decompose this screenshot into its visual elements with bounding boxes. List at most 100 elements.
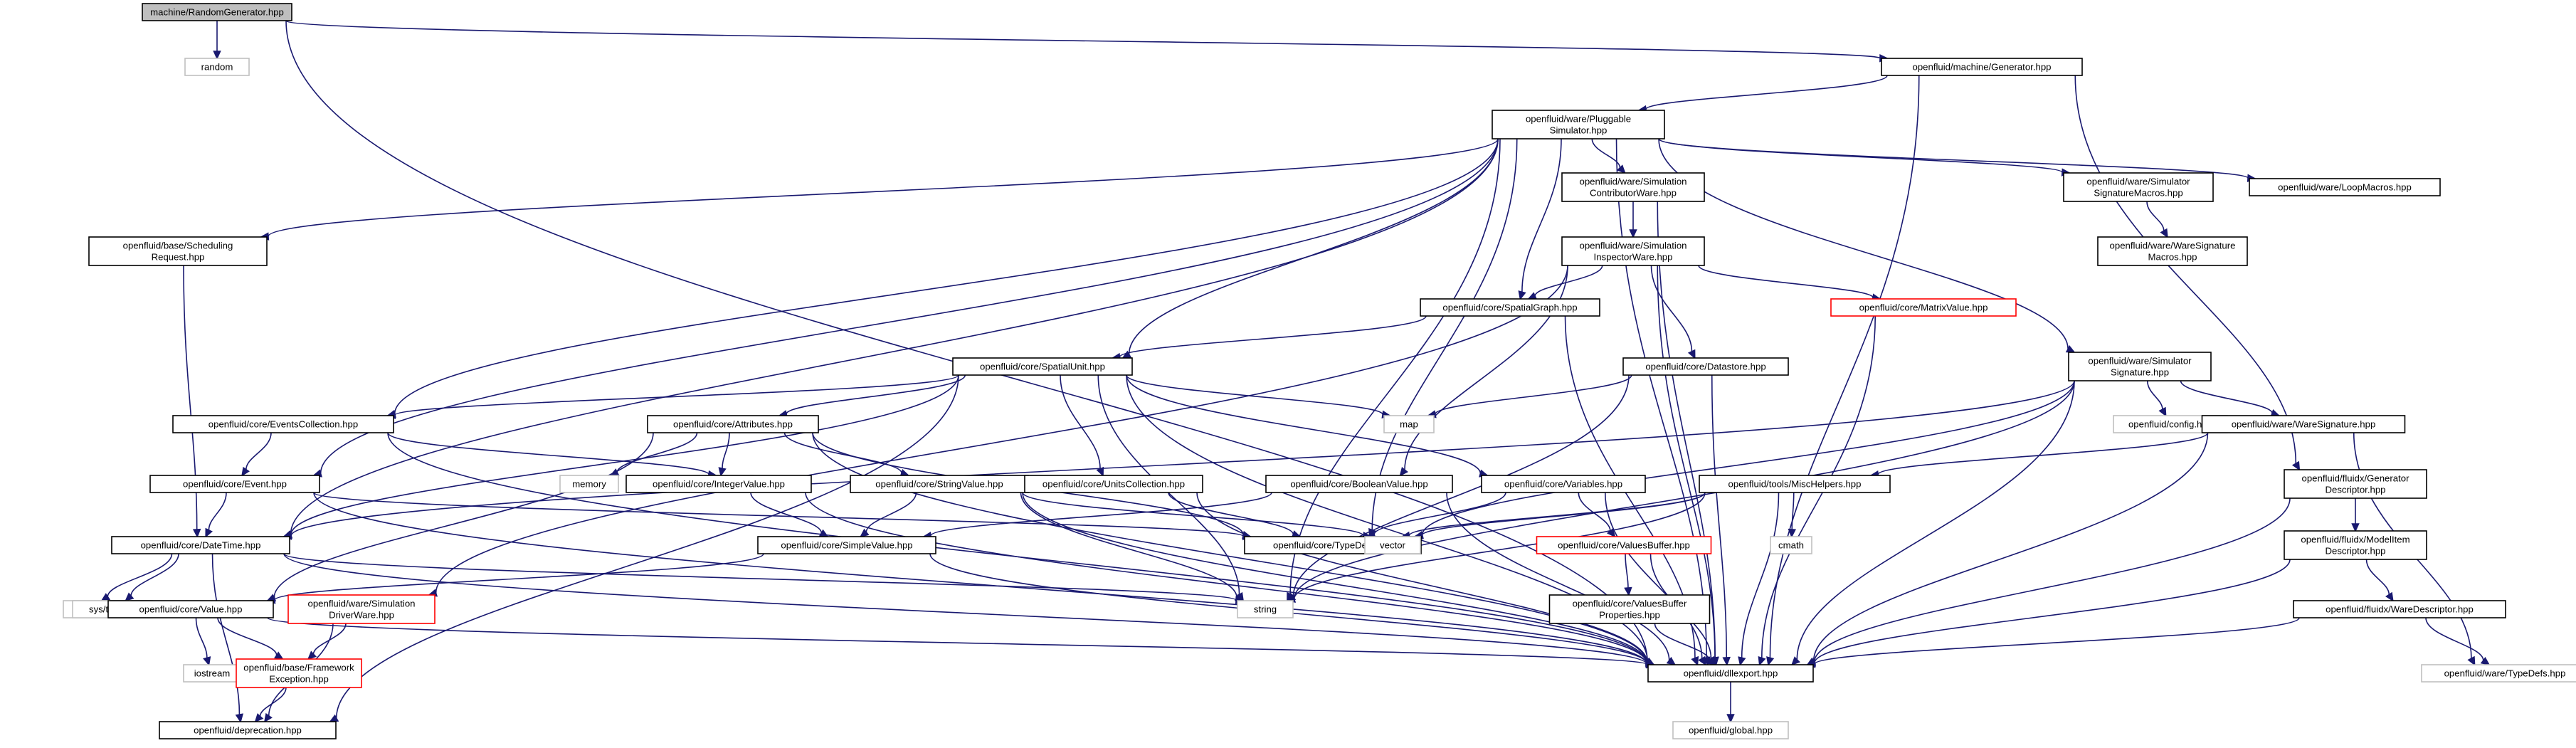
node-deprecation[interactable]: openfluid/deprecation.hpp [159, 721, 337, 739]
edge-random_gen-to-generator [285, 20, 1889, 63]
node-box [1420, 298, 1600, 317]
node-matrix_value[interactable]: openfluid/core/MatrixValue.hpp [1830, 298, 2017, 317]
node-label: openfluid/core/StringValue.hpp [875, 479, 1003, 490]
node-box [1647, 664, 1814, 683]
edge-line [1421, 380, 2075, 535]
node-generator[interactable]: openfluid/machine/Generator.hpp [1881, 58, 2083, 76]
edge-arrowhead [1766, 656, 1775, 666]
edge-sim_signature-to-datetime [283, 380, 2075, 540]
edge-arrowhead [1687, 349, 1696, 359]
edge-line [1289, 138, 1501, 594]
node-simple_value[interactable]: openfluid/core/SimpleValue.hpp [757, 536, 936, 554]
edge-line [2180, 380, 2273, 414]
node-misc_helpers[interactable]: openfluid/tools/MiscHelpers.hpp [1699, 475, 1891, 493]
node-memory[interactable]: memory [559, 475, 619, 493]
node-label: map [1400, 419, 1418, 430]
edge-sim_inspector-to-matrix_value [1698, 265, 1881, 302]
edge-line [268, 138, 1499, 237]
edge-line [1658, 138, 2249, 179]
node-label: iostream [194, 668, 231, 679]
edge-sim_contrib-to-sim_inspector [1629, 201, 1637, 238]
node-values_buffer[interactable]: openfluid/core/ValuesBuffer.hpp [1536, 536, 1712, 554]
node-ware_descriptor[interactable]: openfluid/fluidx/WareDescriptor.hpp [2293, 600, 2506, 618]
edge-line [285, 20, 1648, 662]
node-value[interactable]: openfluid/core/Value.hpp [107, 600, 274, 618]
edge-line [1813, 497, 2291, 663]
edge-line [786, 374, 966, 415]
node-label: openfluid/core/UnitsCollection.hpp [1042, 479, 1185, 490]
node-global[interactable]: openfluid/global.hpp [1672, 721, 1789, 739]
node-integer_value[interactable]: openfluid/core/IntegerValue.hpp [625, 475, 812, 493]
node-iostream[interactable]: iostream [183, 664, 241, 683]
node-label: openfluid/ware/Simulation [307, 599, 415, 609]
edge-arrowhead [2160, 228, 2168, 238]
edge-line [1657, 265, 1716, 658]
node-label: openfluid/core/Value.hpp [139, 604, 243, 615]
edge-attributes-to-integer_value [718, 432, 730, 477]
node-label: openfluid/dllexport.hpp [1684, 668, 1778, 679]
node-string_value[interactable]: openfluid/core/StringValue.hpp [850, 475, 1029, 493]
node-datetime[interactable]: openfluid/core/DateTime.hpp [111, 536, 290, 554]
edge-events_coll-to-event [241, 432, 272, 477]
node-ware_typedefs[interactable]: openfluid/ware/TypeDefs.hpp [2421, 664, 2576, 683]
edge-line [1791, 492, 1795, 530]
node-random[interactable]: random [184, 58, 250, 76]
node-ware_signature[interactable]: openfluid/ware/WareSignature.hpp [2201, 415, 2406, 433]
node-datastore[interactable]: openfluid/core/Datastore.hpp [1622, 357, 1789, 376]
edge-generator-to-dllexport [1766, 75, 1920, 666]
node-string[interactable]: string [1237, 600, 1294, 618]
edge-event-to-dllexport [313, 492, 1655, 668]
edge-line [208, 492, 227, 530]
node-loop_macros[interactable]: openfluid/ware/LoopMacros.hpp [2249, 178, 2441, 196]
edge-boolean_value-to-dllexport [1446, 492, 1677, 666]
node-spatial_graph[interactable]: openfluid/core/SpatialGraph.hpp [1420, 298, 1600, 317]
node-units_coll[interactable]: openfluid/core/UnitsCollection.hpp [1024, 475, 1203, 493]
node-box [142, 3, 292, 21]
edge-ware_descriptor-to-ware_typedefs [2425, 617, 2491, 666]
edge-pluggable_sim-to-events_coll [386, 138, 1499, 418]
edge-line [2074, 75, 2297, 464]
node-event[interactable]: openfluid/core/Event.hpp [149, 475, 320, 493]
node-sim_sig_macros[interactable]: openfluid/ware/SimulatorSignatureMacros.… [2063, 172, 2214, 202]
node-dllexport[interactable]: openfluid/dllexport.hpp [1647, 664, 1814, 683]
node-random_gen[interactable]: machine/RandomGenerator.hpp [142, 3, 292, 21]
edge-attributes-to-value [266, 432, 654, 601]
node-box [2097, 236, 2248, 266]
node-label: openfluid/base/Scheduling [123, 241, 233, 251]
edge-variables-to-typedefs [1366, 492, 1506, 539]
node-variables[interactable]: openfluid/core/Variables.hpp [1481, 475, 1646, 493]
edge-arrowhead [203, 656, 211, 666]
node-attributes[interactable]: openfluid/core/Attributes.hpp [647, 415, 819, 433]
node-sim_contrib[interactable]: openfluid/ware/SimulationContributorWare… [1561, 172, 1705, 202]
edge-arrowhead [263, 712, 273, 723]
edge-line [1446, 492, 1670, 660]
node-box [1024, 475, 1203, 493]
node-map[interactable]: map [1383, 415, 1435, 433]
edge-attributes-to-memory [609, 432, 698, 476]
edge-ware_signature-to-misc_helpers [1869, 432, 2209, 479]
node-values_buffer_props[interactable]: openfluid/core/ValuesBufferProperties.hp… [1548, 594, 1711, 624]
edge-arrowhead [1527, 292, 1538, 300]
node-boolean_value[interactable]: openfluid/core/BooleanValue.hpp [1265, 475, 1453, 493]
node-vector[interactable]: vector [1364, 536, 1421, 554]
node-spatial_unit[interactable]: openfluid/core/SpatialUnit.hpp [952, 357, 1133, 376]
edge-line [1373, 492, 1506, 535]
edge-pluggable_sim-to-sim_signature [1658, 138, 2076, 353]
node-sim_inspector[interactable]: openfluid/ware/SimulationInspectorWare.h… [1561, 236, 1705, 266]
edge-datetime-to-sys_types [125, 553, 179, 602]
edge-scheduling-to-datetime [183, 265, 201, 538]
node-box [1383, 415, 1435, 433]
node-label: string [1254, 604, 1277, 615]
node-cmath[interactable]: cmath [1770, 536, 1812, 554]
node-events_coll[interactable]: openfluid/core/EventsCollection.hpp [172, 415, 394, 433]
node-label: Macros.hpp [2148, 252, 2197, 263]
edge-arrowhead [718, 467, 727, 477]
